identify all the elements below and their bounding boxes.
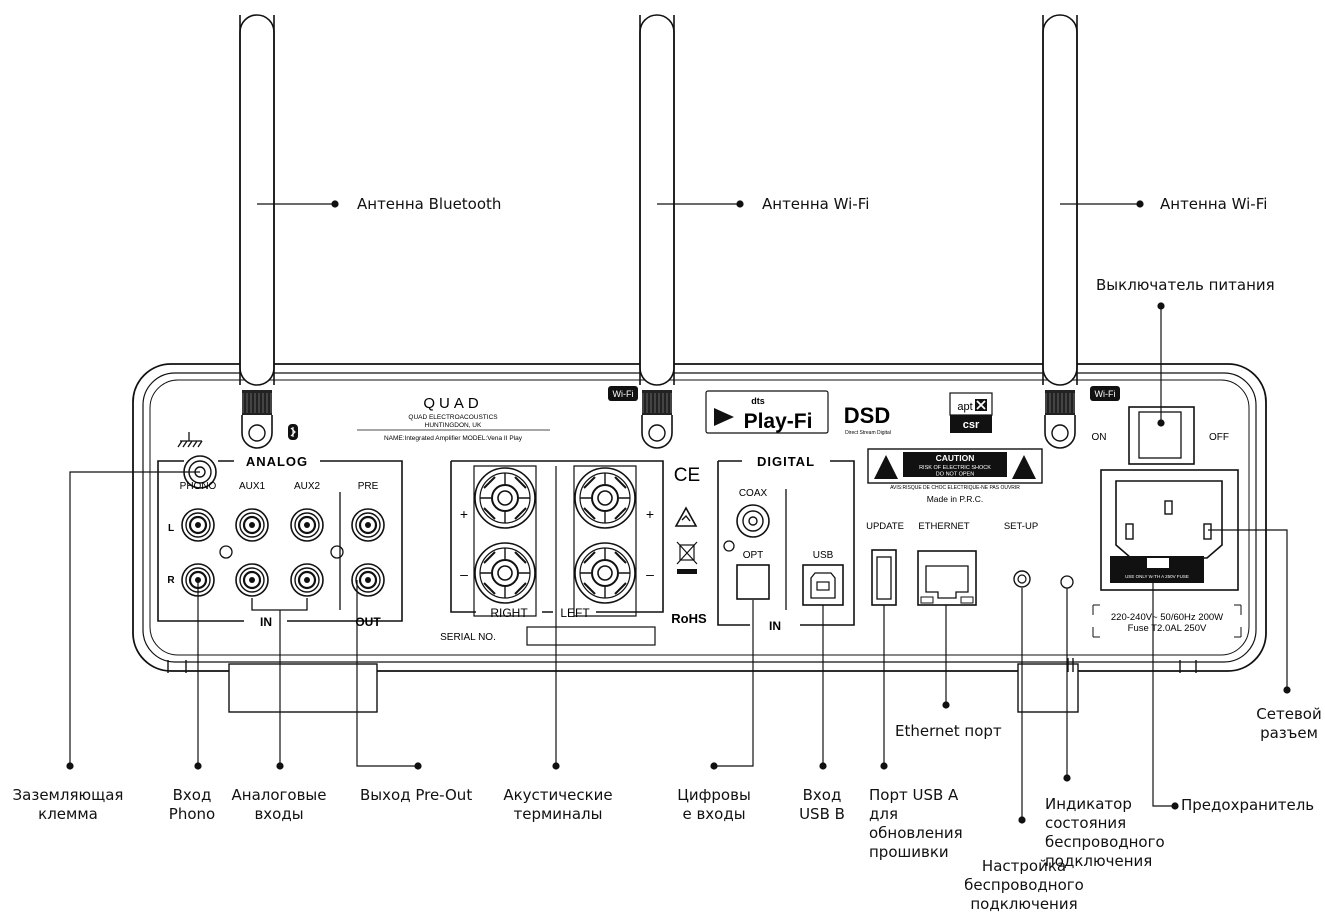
brand-name: QUAD <box>423 395 482 412</box>
coax-jack <box>736 504 770 538</box>
analog-out-label: OUT <box>355 615 381 629</box>
svg-text:PHONO: PHONO <box>180 481 217 492</box>
svg-text:Direct Stream Digital: Direct Stream Digital <box>845 430 891 436</box>
svg-text:AUX1: AUX1 <box>239 481 266 492</box>
analog-in-label: IN <box>260 615 272 629</box>
network-ports: UPDATE ETHERNET SET-UP <box>866 521 1074 606</box>
callout-wifi-antenna-right: Антенна Wi-Fi <box>1160 195 1268 213</box>
svg-text:ON: ON <box>1092 432 1107 443</box>
svg-text:PRE: PRE <box>358 481 379 492</box>
svg-text:CAUTION: CAUTION <box>936 453 975 463</box>
speaker-right-label: RIGHT <box>490 606 528 620</box>
svg-text:USE ONLY WITH A 250V FUSE: USE ONLY WITH A 250V FUSE <box>1125 574 1189 579</box>
aptx-logo: apt csr <box>949 392 993 433</box>
aux2-l-jack <box>289 507 325 543</box>
callout-pre-out: Выход Pre-Out <box>360 786 473 804</box>
compliance-marks: CE RoHS <box>671 465 707 626</box>
svg-text:dts: dts <box>751 396 765 406</box>
digital-section: DIGITAL COAX OPT USB IN <box>717 454 855 633</box>
svg-text:–: – <box>460 566 468 582</box>
svg-text:AUX2: AUX2 <box>294 481 321 492</box>
mains-inlet: USE ONLY WITH A 250V FUSE 220-240V~ 50/6… <box>1092 469 1242 638</box>
svg-text:Wi-Fi: Wi-Fi <box>1095 389 1116 399</box>
digital-in-label: IN <box>769 619 781 633</box>
company-line-1: QUAD ELECTROACOUSTICS <box>408 414 498 421</box>
svg-text:USB: USB <box>813 550 834 561</box>
svg-text:OFF: OFF <box>1209 432 1229 443</box>
playfi-logo: dts Play-Fi <box>705 390 829 434</box>
svg-text:RISK OF ELECTRIC SHOCK: RISK OF ELECTRIC SHOCK <box>919 465 991 471</box>
svg-text:Play-Fi: Play-Fi <box>744 410 813 433</box>
callout-ethernet-port: Ethernet порт <box>895 722 1002 740</box>
aux1-l-jack <box>234 507 270 543</box>
analog-section: ANALOG PHONO AUX1 AUX2 PRE L R IN OUT <box>157 454 403 629</box>
svg-text:–: – <box>646 566 654 582</box>
company-line-2: HUNTINGDON, UK <box>425 422 482 429</box>
callout-fuse: Предохранитель <box>1181 796 1315 814</box>
digital-title: DIGITAL <box>757 454 815 469</box>
wifi-badge-left: Wi-Fi <box>608 386 638 401</box>
analog-title: ANALOG <box>246 454 308 469</box>
leader-lines <box>66 200 1291 824</box>
dsd-logo: DSD Direct Stream Digital <box>844 403 891 436</box>
wifi-badge-right: Wi-Fi <box>1090 386 1120 401</box>
svg-text:OPT: OPT <box>743 550 764 561</box>
callout-wifi-antenna-center: Антенна Wi-Fi <box>762 195 870 213</box>
speaker-left-label: LEFT <box>560 606 590 620</box>
svg-text:+: + <box>646 506 654 522</box>
callout-bluetooth-antenna: Антенна Bluetooth <box>357 195 502 213</box>
usb-a-port <box>871 549 897 606</box>
svg-text:Made in P.R.C.: Made in P.R.C. <box>927 494 984 504</box>
chassis <box>132 363 1267 713</box>
svg-text:apt: apt <box>957 401 972 413</box>
pre-l-jack <box>350 507 386 543</box>
ethernet-jack <box>917 550 977 606</box>
svg-text:Fuse T2.0AL 250V: Fuse T2.0AL 250V <box>1128 623 1207 634</box>
callout-power-switch: Выключатель питания <box>1096 276 1275 294</box>
aux2-r-jack <box>289 562 325 598</box>
svg-text:Wi-Fi: Wi-Fi <box>613 389 634 399</box>
svg-text:DSD: DSD <box>844 403 890 428</box>
svg-text:DO NOT OPEN: DO NOT OPEN <box>936 472 974 478</box>
left-positive-terminal <box>574 467 636 529</box>
optical-jack <box>736 564 770 600</box>
phono-l-jack <box>180 507 216 543</box>
serial-label: SERIAL NO. <box>440 632 496 643</box>
svg-text:UPDATE: UPDATE <box>866 521 904 532</box>
svg-text:SET-UP: SET-UP <box>1004 521 1038 532</box>
svg-text:COAX: COAX <box>739 488 768 499</box>
setup-button <box>1013 570 1031 588</box>
brand-block: QUAD QUAD ELECTROACOUSTICS HUNTINGDON, U… <box>357 395 550 442</box>
bluetooth-icon <box>288 424 298 440</box>
left-negative-terminal <box>574 542 636 604</box>
svg-text:+: + <box>460 506 468 522</box>
aux1-r-jack <box>234 562 270 598</box>
svg-text:L: L <box>168 523 174 534</box>
svg-text:220-240V~ 50/60Hz 200W: 220-240V~ 50/60Hz 200W <box>1111 612 1223 623</box>
caution-label: CAUTION RISK OF ELECTRIC SHOCK DO NOT OP… <box>867 448 1043 504</box>
right-negative-terminal <box>474 542 536 604</box>
svg-text:AVIS:RISQUE DE CHOC ELECTRIQUE: AVIS:RISQUE DE CHOC ELECTRIQUE-NE PAS OU… <box>890 485 1020 491</box>
svg-text:ETHERNET: ETHERNET <box>918 521 969 532</box>
svg-text:csr: csr <box>963 419 980 431</box>
svg-text:CE: CE <box>674 465 700 486</box>
usb-b-jack <box>802 564 844 606</box>
model-line: NAME:Integrated Amplifier MODEL:Vena II … <box>384 435 523 442</box>
speaker-section: + – + – RIGHT LEFT SERIAL NO. <box>440 460 664 646</box>
right-positive-terminal <box>474 467 536 529</box>
svg-text:R: R <box>167 575 175 586</box>
svg-text:RoHS: RoHS <box>671 611 707 626</box>
